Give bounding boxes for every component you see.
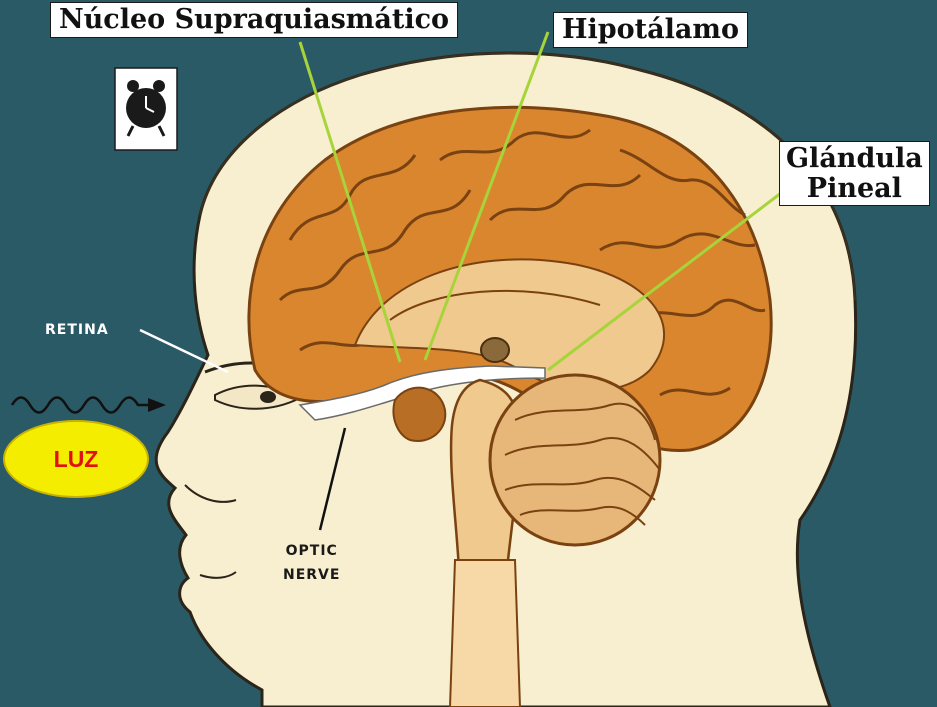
- optic-nerve-label-line2: NERVE: [283, 564, 340, 588]
- pineal-label-line2: Pineal: [786, 174, 923, 204]
- light-label: LUZ: [54, 446, 99, 473]
- optic-nerve-label-line1: OPTIC: [283, 540, 340, 564]
- pons: [393, 388, 445, 441]
- retina-label: RETINA: [45, 322, 109, 338]
- optic-nerve-label: OPTIC NERVE: [283, 540, 340, 588]
- thalamus: [481, 338, 509, 362]
- cerebellum: [490, 375, 660, 545]
- alarm-clock-icon: [115, 68, 177, 150]
- pineal-label-line1: Glándula: [786, 144, 923, 174]
- light-badge: LUZ: [3, 420, 149, 498]
- eye-pupil: [260, 391, 276, 403]
- scn-label: Núcleo Supraquiasmático: [50, 2, 458, 38]
- pineal-label: Glándula Pineal: [779, 141, 930, 206]
- spinal-cord: [450, 560, 520, 707]
- hypothalamus-label: Hipotálamo: [553, 12, 748, 48]
